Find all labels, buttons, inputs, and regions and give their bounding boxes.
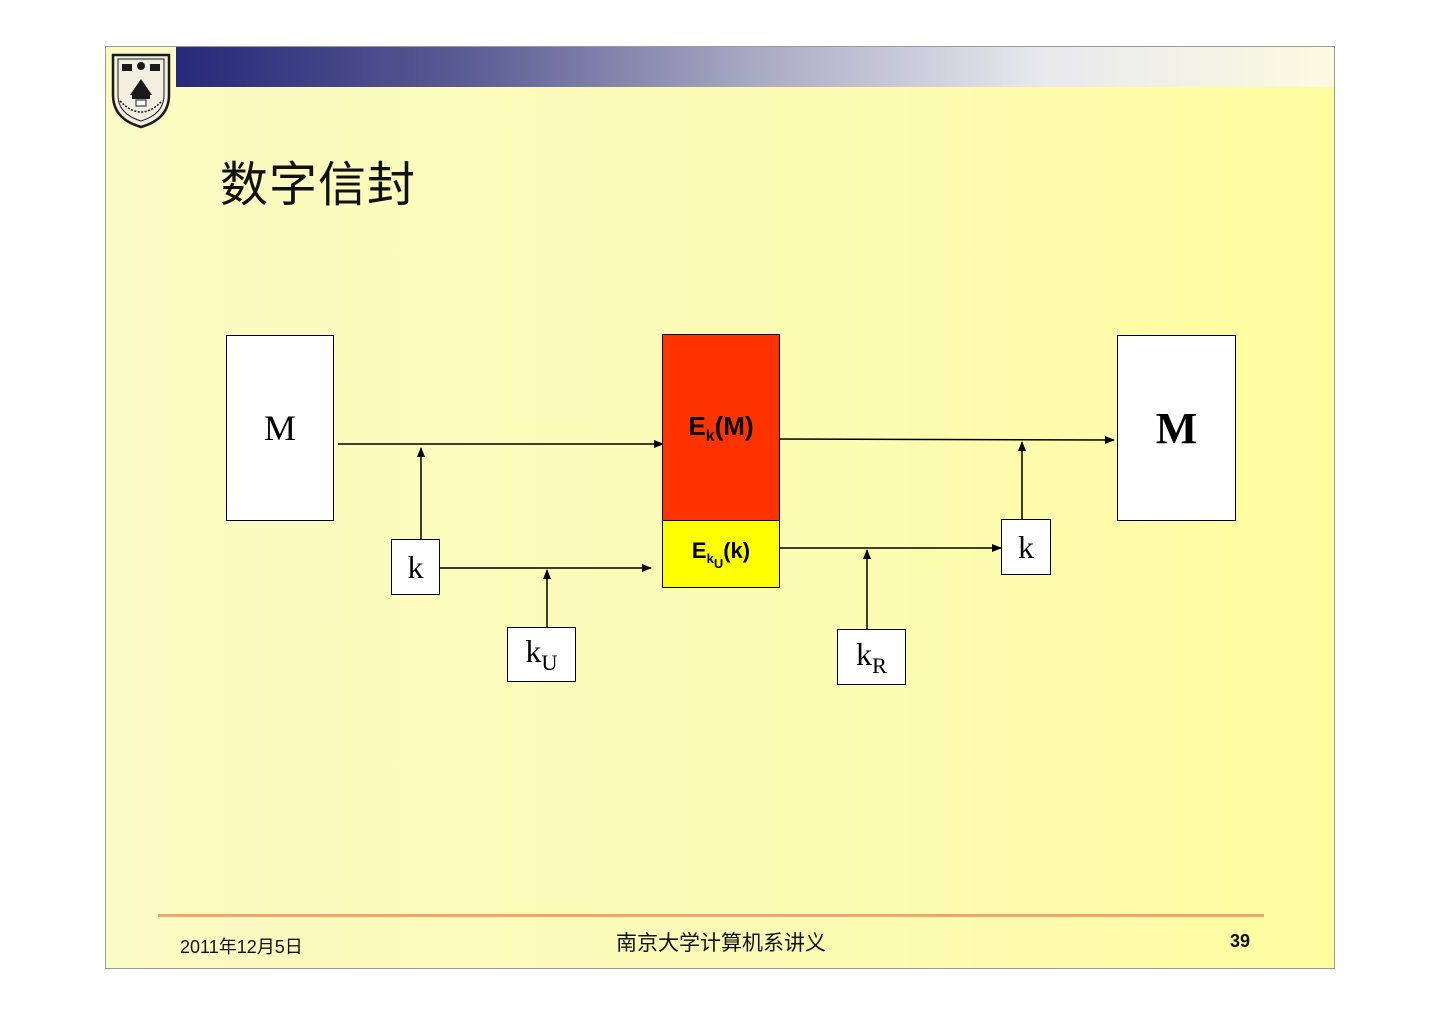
encrypted-key-box: EkU(k)	[662, 520, 780, 588]
arrow-encrypted-message-to-m	[779, 435, 1115, 444]
diagram-arrows	[338, 435, 1115, 631]
key-k-left-label: k	[407, 548, 424, 585]
public-key-label: kU	[525, 633, 558, 675]
recovered-message-box: M	[1117, 335, 1236, 521]
key-k-right-label: k	[1018, 528, 1034, 565]
footer-divider	[158, 914, 1264, 917]
encrypted-message-box: Ek(M)	[662, 334, 780, 522]
header-gradient-band	[176, 47, 1334, 87]
page-number: 39	[1230, 931, 1251, 951]
private-key-box: kR	[837, 629, 906, 685]
recovered-message-label: M	[1155, 403, 1198, 453]
university-emblem-logo	[111, 53, 171, 129]
slide-title: 数字信封	[220, 157, 417, 213]
footer-date: 2011年12月5日	[180, 937, 303, 957]
key-box-k-right: k	[1001, 519, 1051, 575]
footer-course-title: 南京大学计算机系讲义	[616, 931, 826, 955]
message-box: M	[226, 335, 334, 521]
slide: 数字信封 M k kU Ek(M) EkU(k) k	[105, 46, 1335, 969]
message-label: M	[263, 408, 296, 448]
encrypted-key-label: EkU(k)	[691, 537, 751, 571]
encrypted-message-label: Ek(M)	[688, 410, 754, 445]
public-key-box: kU	[507, 627, 576, 682]
key-box-k-left: k	[391, 539, 440, 595]
private-key-label: kR	[856, 635, 887, 678]
